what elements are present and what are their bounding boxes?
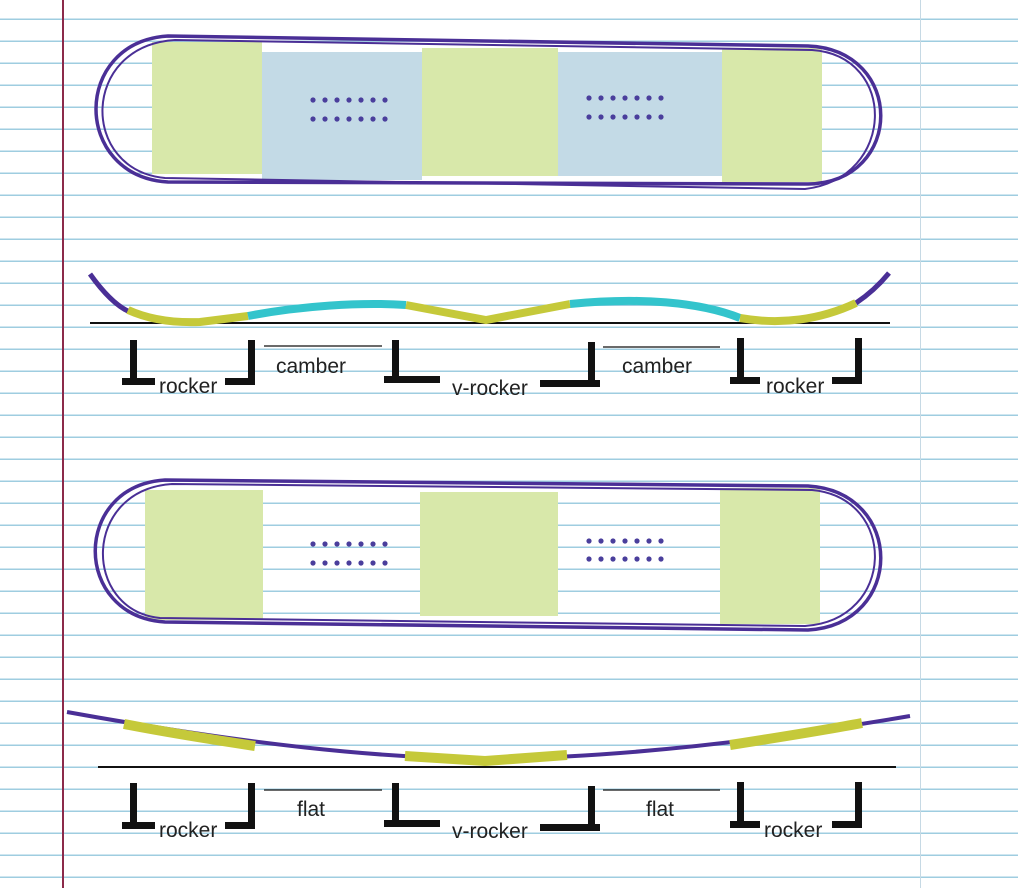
label-flat-left: flat xyxy=(297,798,325,821)
zone-camber-right xyxy=(558,52,722,176)
insert-holes-right xyxy=(586,538,664,562)
zone-v-rocker xyxy=(422,48,558,176)
profile-tip-nose xyxy=(854,271,891,306)
profile-v-rocker xyxy=(405,300,571,325)
label-camber-left: camber xyxy=(276,355,346,378)
label-v-rocker: v-rocker xyxy=(452,377,528,400)
label-v-rocker: v-rocker xyxy=(452,820,528,843)
label-rocker-left: rocker xyxy=(159,819,217,842)
margin-line xyxy=(62,0,64,888)
profile-rocker-nose xyxy=(739,299,858,326)
legend-brackets-2 xyxy=(122,782,862,831)
right-margin-line xyxy=(920,0,921,888)
board-outline xyxy=(93,478,883,632)
profile-camber-right xyxy=(569,296,742,322)
profile-camber-left xyxy=(247,300,407,320)
board-top-view-2 xyxy=(93,478,883,632)
label-camber-right: camber xyxy=(622,355,692,378)
profile-side-view-1 xyxy=(87,271,891,327)
label-rocker-right: rocker xyxy=(764,819,822,842)
board-outline-sketch xyxy=(101,38,876,191)
zone-rocker-nose xyxy=(722,48,822,182)
profile-v-rocker xyxy=(404,750,568,767)
zone-v-rocker xyxy=(420,492,558,616)
zone-camber-left xyxy=(262,52,422,180)
label-rocker-left: rocker xyxy=(159,375,217,398)
board-outline xyxy=(94,34,883,186)
profile-rocker-tail xyxy=(123,719,256,751)
zone-rocker-nose xyxy=(720,488,820,624)
board-outline-sketch xyxy=(101,482,876,628)
profile-rocker-nose xyxy=(729,718,863,750)
zone-rocker-tail xyxy=(145,490,263,620)
insert-holes-right xyxy=(586,95,664,120)
insert-holes-left xyxy=(310,541,388,566)
profile-tip-tail xyxy=(87,272,132,315)
board-top-view-1 xyxy=(94,34,883,191)
legend-brackets-1 xyxy=(122,338,862,387)
label-flat-right: flat xyxy=(646,798,674,821)
zone-rocker-tail xyxy=(152,42,262,174)
label-rocker-right: rocker xyxy=(766,375,824,398)
insert-holes-left xyxy=(310,97,388,122)
profile-side-view-2 xyxy=(66,710,911,768)
profile-rocker-tail xyxy=(126,306,249,327)
